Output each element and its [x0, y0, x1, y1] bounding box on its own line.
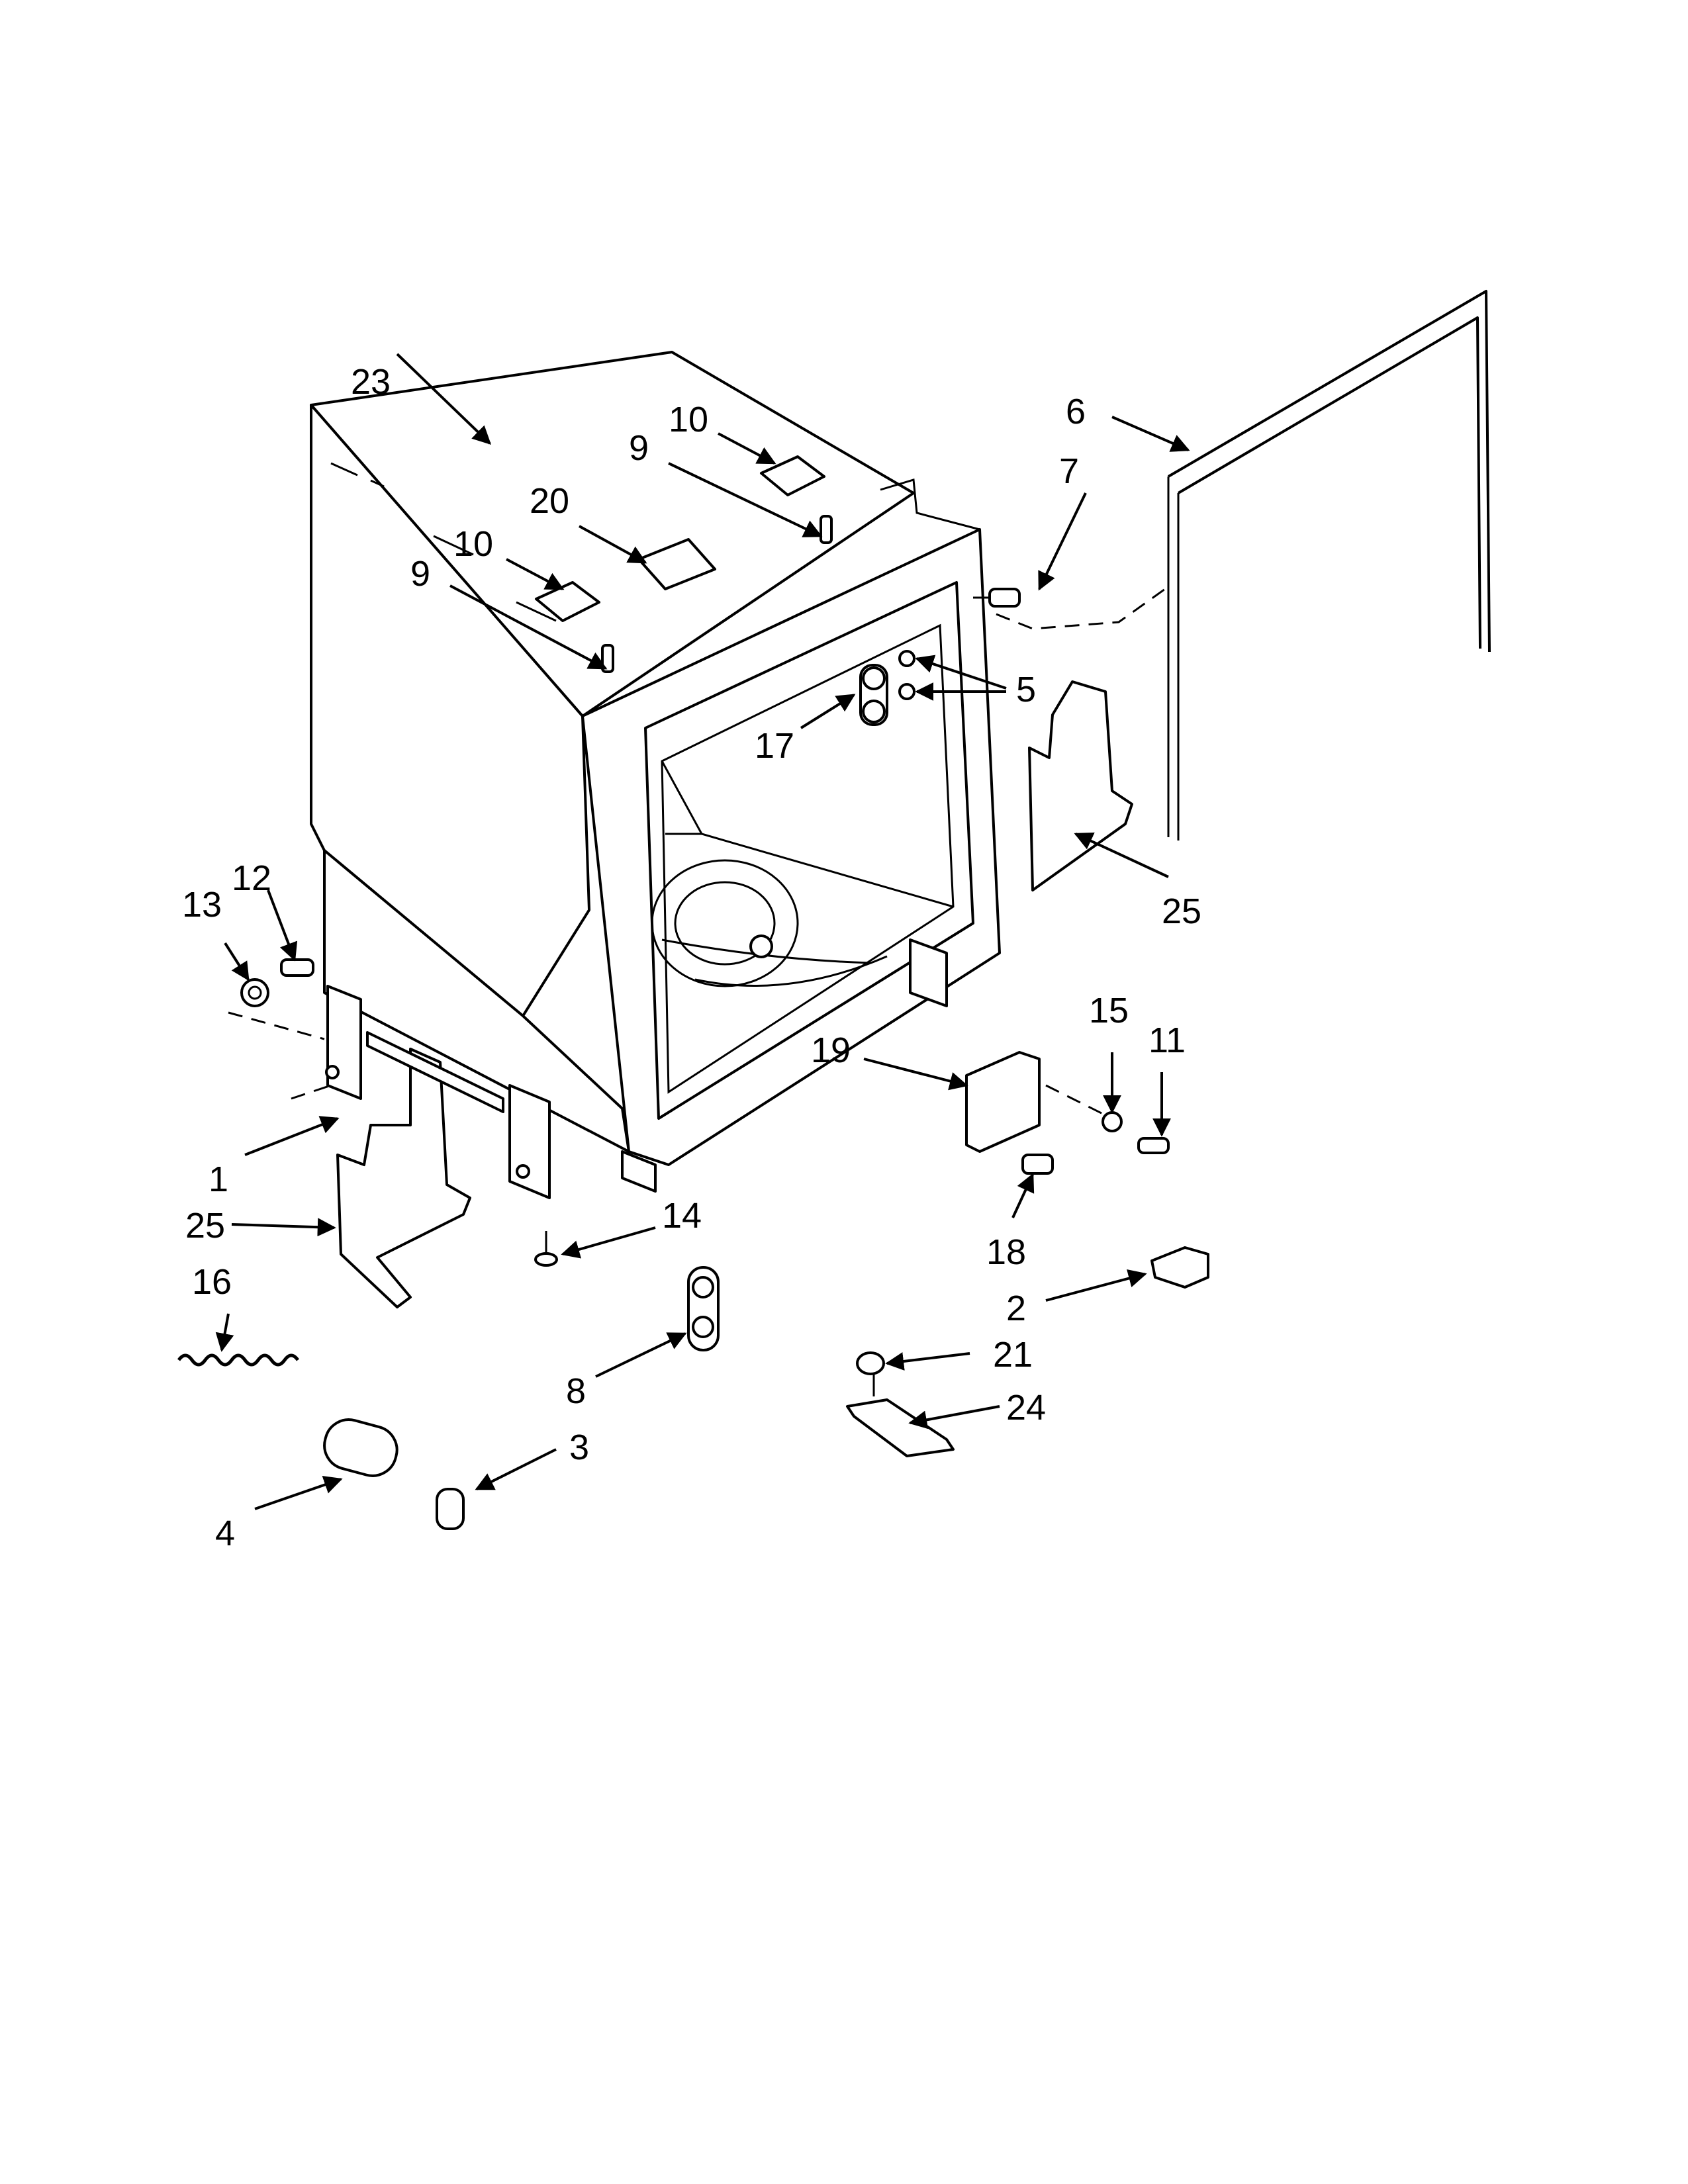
callout-9: 9 [629, 428, 649, 468]
bracket-20 [637, 538, 716, 590]
bracket-2 [1150, 1246, 1209, 1289]
screw-12 [280, 958, 314, 977]
screw-9-right [820, 515, 833, 544]
bracket-10-right [760, 455, 825, 496]
callout-5: 5 [1016, 670, 1036, 709]
washers-5 [898, 650, 915, 700]
callout-25-left: 25 [185, 1206, 225, 1246]
door-seal [1167, 290, 1491, 841]
bracket-1 [366, 1031, 504, 1113]
callout-3: 3 [569, 1428, 589, 1467]
bracket-24 [846, 1398, 955, 1457]
dashed-guide-right [996, 588, 1166, 630]
callout-19: 19 [811, 1030, 851, 1070]
dashed-guide-left-2 [291, 1084, 332, 1100]
hinge-25-left [336, 1048, 471, 1308]
cap-3 [436, 1488, 465, 1530]
callout-labels: 23 10 9 20 10 9 6 7 5 17 25 12 13 15 11 … [182, 362, 1201, 1553]
callout-4: 4 [215, 1514, 235, 1553]
callout-24: 24 [1006, 1388, 1046, 1428]
callout-7: 7 [1059, 451, 1079, 491]
callout-17: 17 [755, 726, 794, 766]
callout-9-left: 9 [410, 554, 430, 594]
callout-2: 2 [1006, 1289, 1026, 1328]
callout-16: 16 [192, 1262, 232, 1302]
nut-13 [240, 978, 269, 1007]
callout-8: 8 [566, 1371, 586, 1411]
callout-11: 11 [1149, 1021, 1186, 1060]
callout-18: 18 [986, 1232, 1026, 1272]
thermostat-21 [856, 1351, 885, 1396]
leader-arrows [215, 353, 1190, 1510]
callout-21: 21 [993, 1335, 1033, 1375]
pad-4 [323, 1418, 399, 1477]
callout-1: 1 [209, 1160, 228, 1199]
callout-23: 23 [351, 362, 391, 402]
callout-12: 12 [232, 858, 271, 898]
callout-15: 15 [1089, 991, 1129, 1030]
callout-20: 20 [530, 481, 569, 521]
callout-13: 13 [182, 885, 222, 925]
callout-14: 14 [662, 1196, 702, 1236]
clip-15 [1102, 1111, 1123, 1132]
callout-10: 10 [669, 400, 708, 439]
screw-11 [1137, 1137, 1170, 1154]
tub-assembly [310, 351, 1001, 1199]
screw-18 [1021, 1154, 1054, 1175]
bracket-19 [965, 1051, 1041, 1153]
callout-25: 25 [1162, 891, 1201, 931]
callout-10-left: 10 [453, 524, 493, 564]
dashed-guide-19 [1045, 1084, 1113, 1120]
leveling-leg-14 [534, 1231, 558, 1267]
screw-7 [973, 588, 1021, 608]
hinge-25-right [1028, 680, 1133, 891]
roller-17 [859, 664, 888, 726]
roller-8 [687, 1266, 720, 1351]
dashed-guide-left [228, 1011, 325, 1040]
callout-6: 6 [1066, 392, 1086, 432]
spring-16 [177, 1353, 300, 1367]
